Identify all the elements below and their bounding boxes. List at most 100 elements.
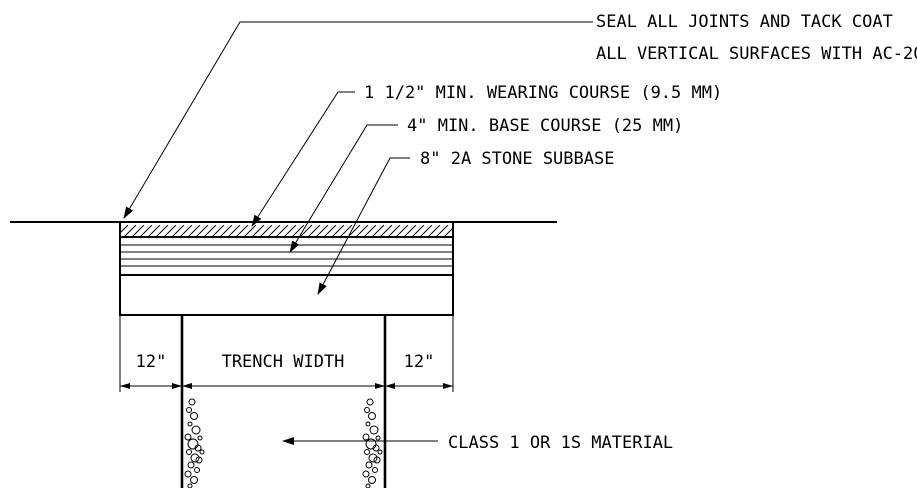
hatch-stroke: [331, 225, 345, 237]
backfill-stone: [364, 449, 370, 455]
backfill-stones-left: [184, 398, 205, 488]
hatch-stroke: [315, 225, 329, 237]
callout-backfill: CLASS 1 OR 1S MATERIAL: [448, 433, 673, 453]
backfill-stone: [365, 438, 377, 450]
backfill-stone: [366, 398, 374, 406]
backfill-stone: [199, 449, 205, 455]
callout-base: 4" MIN. BASE COURSE (25 MM): [407, 116, 683, 136]
backfill-stone: [184, 433, 192, 441]
hatch-stroke: [123, 225, 137, 237]
hatch-stroke: [155, 225, 169, 237]
backfill-stone: [194, 467, 200, 473]
backfill-stone: [375, 435, 381, 441]
hatch-stroke: [147, 225, 161, 237]
pavement-patch-outline: [119, 221, 454, 316]
base-course-layer: [120, 244, 453, 267]
hatch-stroke: [355, 225, 369, 237]
hatch-stroke: [139, 225, 153, 237]
backfill-stone: [190, 453, 200, 463]
hatch-stroke: [163, 225, 177, 237]
hatch-stroke: [283, 225, 297, 237]
hatch-stroke: [100, 225, 112, 237]
backfill-stone: [190, 476, 198, 484]
hatch-stroke: [235, 225, 249, 237]
backfill-stone: [372, 467, 378, 473]
backfill-stone: [195, 456, 203, 464]
backfill-stone: [191, 425, 201, 435]
callout-subbase: 8" 2A STONE SUBBASE: [420, 149, 614, 169]
hatch-stroke: [120, 225, 129, 234]
hatch-stroke: [171, 225, 185, 237]
backfill-stone: [365, 461, 373, 469]
leader-base: [289, 124, 398, 253]
backfill-stone: [365, 483, 371, 488]
hatch-stroke: [291, 225, 305, 237]
backfill-stone: [362, 433, 370, 441]
dimension-arrows: [120, 383, 453, 389]
hatch-stroke: [371, 225, 385, 237]
backfill-stone: [368, 476, 376, 484]
backfill-stone: [187, 421, 193, 427]
backfill-stone: [187, 461, 195, 469]
hatch-stroke: [339, 225, 353, 237]
hatch-stroke: [267, 225, 281, 237]
hatch-stroke: [219, 225, 233, 237]
backfill-stone: [184, 470, 192, 478]
leader-subbase: [317, 157, 410, 295]
hatch-stroke: [251, 225, 265, 237]
hatch-stroke: [131, 225, 145, 237]
backfill-stones-right: [362, 398, 383, 488]
hatch-stroke: [403, 225, 417, 237]
backfill-stone: [364, 407, 370, 413]
backfill-stone: [372, 444, 380, 452]
hatch-stroke: [275, 225, 289, 237]
callout-seal-line1: SEAL ALL JOINTS AND TACK COAT: [596, 12, 893, 32]
hatch-stroke: [299, 225, 313, 237]
hatch-stroke: [443, 227, 453, 237]
hatch-stroke: [323, 225, 337, 237]
hatch-stroke: [427, 225, 441, 237]
backfill-stone: [186, 449, 192, 455]
hatch-stroke: [227, 225, 241, 237]
backfill-stone: [190, 412, 198, 420]
hatch-stroke: [243, 225, 257, 237]
hatch-stroke: [259, 225, 273, 237]
backfill-stone: [197, 435, 203, 441]
hatch-stroke: [195, 225, 209, 237]
backfill-stone: [362, 470, 370, 478]
hatch-stroke: [307, 225, 321, 237]
hatch-stroke: [468, 225, 480, 237]
hatch-stroke: [179, 225, 193, 237]
wearing-course-layer: [100, 225, 480, 237]
hatch-stroke: [435, 225, 449, 237]
hatch-stroke: [120, 225, 121, 226]
hatch-stroke: [460, 225, 472, 237]
hatch-stroke: [395, 225, 409, 237]
hatch-stroke: [211, 225, 225, 237]
dim-trench-width: TRENCH WIDTH: [222, 352, 345, 372]
backfill-stone: [187, 483, 193, 488]
callout-wearing: 1 1/2" MIN. WEARING COURSE (9.5 MM): [364, 83, 722, 103]
backfill-stone: [365, 421, 371, 427]
backfill-stone: [369, 425, 379, 435]
leader-wearing: [251, 91, 355, 227]
hatch-stroke: [187, 225, 201, 237]
backfill-stone: [187, 438, 199, 450]
hatch-stroke: [387, 225, 401, 237]
backfill-stone: [194, 444, 202, 452]
backfill-stone: [186, 407, 192, 413]
hatch-stroke: [379, 225, 393, 237]
backfill-stone: [373, 456, 381, 464]
callout-seal-line2: ALL VERTICAL SURFACES WITH AC-20: [596, 44, 917, 64]
backfill-stone: [368, 412, 376, 420]
backfill-stone: [368, 453, 378, 463]
hatch-stroke: [411, 225, 425, 237]
hatch-stroke: [363, 225, 377, 237]
backfill-stone: [188, 398, 196, 406]
hatch-stroke: [419, 225, 433, 237]
hatch-stroke: [203, 225, 217, 237]
dim-right-offset: 12": [404, 352, 435, 372]
hatch-stroke: [347, 225, 361, 237]
dim-left-offset: 12": [136, 352, 167, 372]
